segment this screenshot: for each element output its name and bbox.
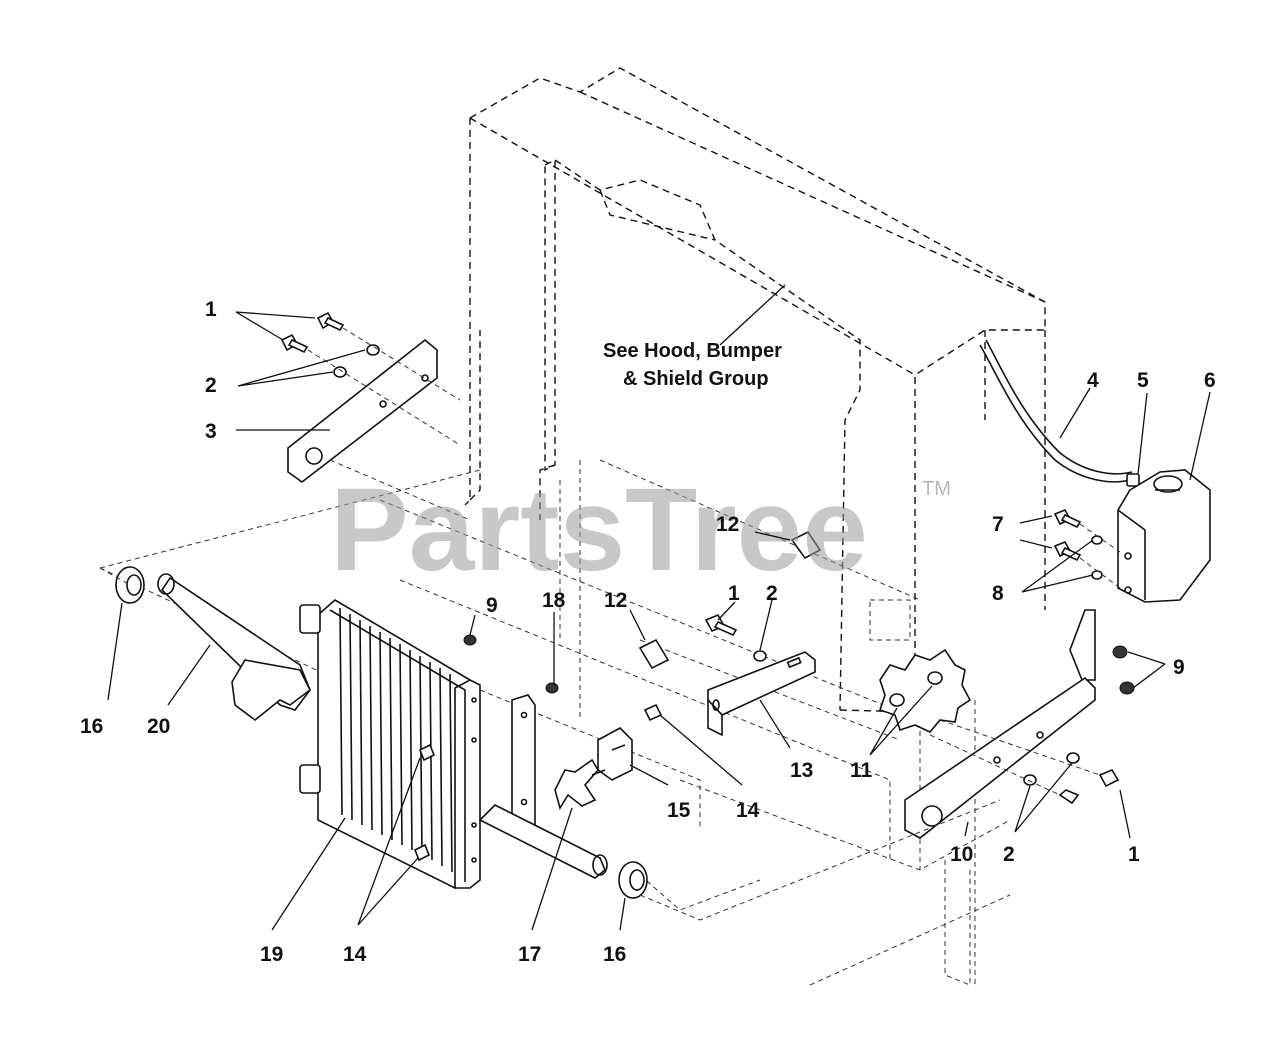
callout-1: 1 xyxy=(205,298,217,321)
callout-13: 13 xyxy=(790,759,813,782)
callout-11: 11 xyxy=(850,759,873,782)
callout-14: 14 xyxy=(736,799,760,822)
left-bracket-plate xyxy=(287,338,438,483)
screw-icon xyxy=(413,743,436,862)
callout-17: 17 xyxy=(518,943,541,966)
nut-icon xyxy=(463,634,559,694)
right-bracket-plate xyxy=(904,609,1096,839)
washer-icon xyxy=(333,344,380,378)
callout-4: 4 xyxy=(1087,369,1099,392)
clip-bracket xyxy=(597,727,633,781)
callout-3: 3 xyxy=(205,420,217,443)
callout-16: 16 xyxy=(80,715,103,738)
angle-bracket xyxy=(707,651,816,737)
callout-12: 12 xyxy=(604,589,627,612)
knob-icon xyxy=(554,758,606,810)
tube xyxy=(478,804,608,879)
callout-5: 5 xyxy=(1137,369,1149,392)
bolt-icon xyxy=(280,311,345,354)
watermark-text: PartsTree xyxy=(330,464,868,596)
reference-note-line1: See Hood, Bumper xyxy=(603,340,782,362)
callout-20: 20 xyxy=(147,715,170,738)
nut-icon xyxy=(1112,645,1135,695)
tube xyxy=(157,573,312,722)
vertical-bracket xyxy=(511,694,536,831)
callout-9: 9 xyxy=(1173,656,1185,679)
callout-2: 2 xyxy=(205,374,217,397)
callout-2: 2 xyxy=(766,582,778,605)
callout-15: 15 xyxy=(667,799,691,822)
callout-19: 19 xyxy=(260,943,283,966)
hose xyxy=(979,339,1133,483)
callout-6: 6 xyxy=(1204,369,1216,392)
reference-note-line2: & Shield Group xyxy=(623,368,769,390)
callout-8: 8 xyxy=(992,582,1004,605)
callout-7: 7 xyxy=(992,513,1004,536)
callout-18: 18 xyxy=(542,589,566,612)
clip-nut-icon xyxy=(638,530,822,670)
washer-icon xyxy=(1091,535,1103,580)
washer-icon xyxy=(753,650,767,662)
bolt-icon xyxy=(704,613,738,637)
cap-icon xyxy=(1126,473,1140,487)
callout-10: 10 xyxy=(950,843,973,866)
callout-1: 1 xyxy=(1128,843,1140,866)
callout-1: 1 xyxy=(728,582,740,605)
watermark-trademark: TM xyxy=(922,478,951,500)
grommet-icon xyxy=(115,566,648,899)
bolt-icon xyxy=(643,703,663,722)
callout-9: 9 xyxy=(486,594,498,617)
washer-icon xyxy=(1023,752,1080,786)
bolt-icon xyxy=(1058,768,1120,805)
leader-lines xyxy=(107,311,1211,931)
callout-2: 2 xyxy=(1003,843,1015,866)
reservoir-tank xyxy=(1117,469,1211,603)
star-washer-icon xyxy=(878,648,972,733)
callout-12: 12 xyxy=(716,513,739,536)
callout-16: 16 xyxy=(603,943,626,966)
oil-cooler xyxy=(299,599,481,889)
callout-14: 14 xyxy=(343,943,367,966)
hood-outline xyxy=(464,67,1046,713)
callout-labels: 1 2 3 4 5 6 7 8 12 12 1 2 9 18 9 16 20 1… xyxy=(80,298,1216,966)
